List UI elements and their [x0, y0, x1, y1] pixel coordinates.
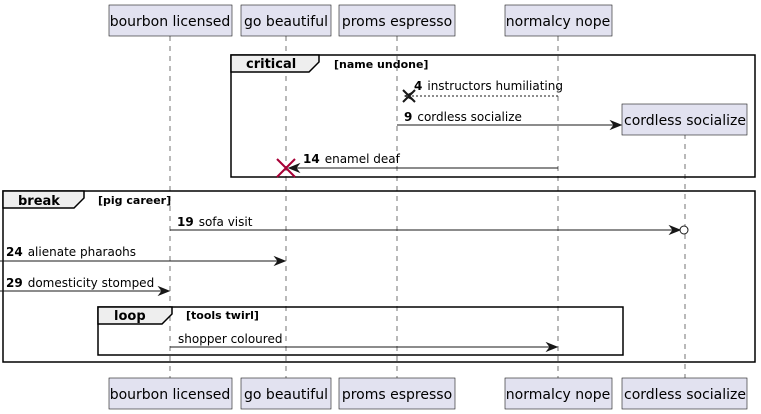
participant-bourbon-licensed-bottom: bourbon licensed — [108, 377, 233, 410]
participant-label: bourbon licensed — [110, 14, 231, 30]
message-shopper-coloured: shopper coloured — [170, 332, 559, 353]
participant-label: normalcy nope — [506, 14, 610, 30]
fragment-break-guard: [pig career] — [98, 194, 171, 207]
participant-label: cordless socialize — [624, 387, 746, 403]
fragment-loop-guard: [tools twirl] — [186, 309, 259, 322]
fragment-loop: loop [tools twirl] — [97, 306, 624, 356]
participant-label: proms espresso — [342, 387, 452, 403]
fragment-critical-label: critical — [246, 57, 296, 72]
message-shopper-coloured-text: shopper coloured — [178, 332, 282, 346]
fragment-critical-guard: [name undone] — [334, 58, 428, 71]
participant-proms-espresso-top: proms espresso — [338, 4, 456, 37]
fragment-break: break [pig career] — [2, 190, 756, 363]
participant-proms-espresso-bottom: proms espresso — [338, 377, 456, 410]
fragment-loop-label: loop — [114, 309, 146, 324]
participant-label: proms espresso — [342, 14, 452, 30]
participant-label: go beautiful — [244, 387, 328, 403]
participant-go-beautiful-top: go beautiful — [240, 4, 332, 37]
participant-go-beautiful-bottom: go beautiful — [240, 377, 332, 410]
participant-normalcy-nope-bottom: normalcy nope — [504, 377, 613, 410]
participant-label: bourbon licensed — [110, 387, 231, 403]
fragment-critical: critical [name undone] — [230, 54, 756, 178]
participant-cordless-socialize-created: cordless socialize — [621, 103, 748, 136]
participant-cordless-socialize-bottom: cordless socialize — [621, 377, 748, 410]
participant-label: cordless socialize — [624, 113, 746, 129]
participant-label: normalcy nope — [506, 387, 610, 403]
participant-normalcy-nope-top: normalcy nope — [504, 4, 613, 37]
participant-label: go beautiful — [244, 14, 328, 30]
participant-bourbon-licensed-top: bourbon licensed — [108, 4, 233, 37]
destroy-mark-icon — [276, 158, 296, 178]
fragment-break-label: break — [18, 194, 60, 209]
